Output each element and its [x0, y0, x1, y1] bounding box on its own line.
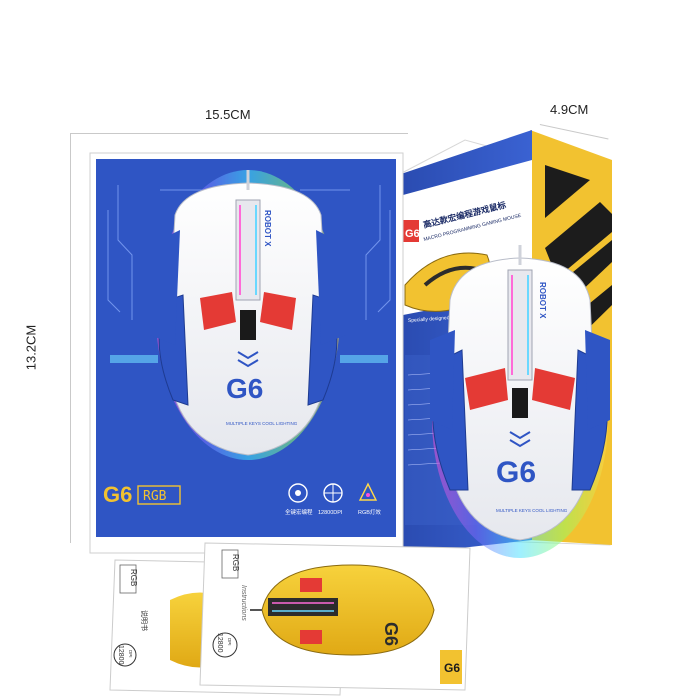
manual-left-dpi-unit: DPI [128, 650, 133, 658]
svg-text:G6: G6 [381, 622, 401, 646]
width-dimension-line [70, 133, 408, 134]
front-mouse-image: G6 ROBOT X MULTIPLE KEYS COOL LIGHTING [150, 170, 346, 460]
side-mouse-image: G6 ROBOT X MULTIPLE KEYS COOL LIGHTING [430, 245, 610, 558]
side-tagline: Specially designed for gamers [408, 313, 476, 324]
feature-rgb-label: RGB灯效 [358, 508, 381, 516]
manual-right-script: Instructions [240, 585, 247, 621]
manual-left-dpi: 12800 [117, 645, 124, 665]
width-label: 15.5CM [205, 107, 251, 122]
front-mouse-brand: ROBOT X [263, 210, 272, 247]
feature-dpi-label: 12800DPI [318, 510, 343, 516]
front-mouse-badge: G6 [226, 373, 263, 404]
manual-right-dpi-unit: DPI [227, 638, 232, 646]
circuit-decor [107, 185, 391, 320]
manual-right-logo: G6 [444, 661, 460, 675]
manual-right-card: RGB Instructions 12800 DPI G6 G6 [199, 542, 471, 691]
front-mouse-small-text: MULTIPLE KEYS COOL LIGHTING [226, 421, 298, 426]
manual-yellow-mouse: G6 [250, 564, 435, 656]
front-model-logo: G6 [103, 482, 132, 507]
front-rgb-logo: RGB [143, 489, 167, 504]
feature-macro-label: 全键宏编程 [285, 508, 313, 516]
manual-right-rgb: RGB [231, 554, 240, 571]
depth-label: 4.9CM [550, 102, 589, 117]
feature-dpi-icon [323, 483, 343, 503]
side-mouse-badge: G6 [496, 456, 536, 489]
side-logo-text: G6 [405, 228, 420, 240]
manual-left-rgb: RGB [129, 569, 138, 586]
box-front-panel: G6 ROBOT X MULTIPLE KEYS COOL LIGHTING G… [89, 152, 404, 554]
side-mouse-small-text: MULTIPLE KEYS COOL LIGHTING [496, 508, 568, 513]
feature-rgb-icon [358, 482, 378, 501]
feature-macro-icon [288, 483, 308, 503]
height-dimension-line [70, 133, 71, 543]
side-logo-mark [403, 220, 419, 242]
side-mouse-brand: ROBOT X [538, 282, 547, 319]
manual-left-title: 说明书 [140, 610, 149, 631]
manual-right-dpi: 12800 [216, 633, 223, 653]
